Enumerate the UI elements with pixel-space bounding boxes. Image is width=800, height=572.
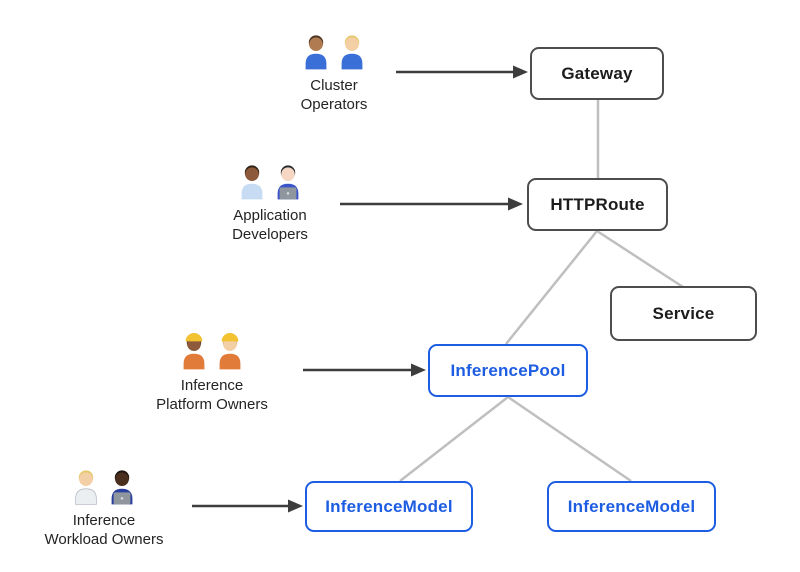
node-service: Service <box>610 286 757 341</box>
woman-technologist-icon <box>277 165 299 200</box>
node-inferencemodel-right: InferenceModel <box>547 481 716 532</box>
persona-application-developers: Application Developers <box>185 160 355 244</box>
woman-mechanic-icon <box>341 35 363 70</box>
persona-cluster-operators: Cluster Operators <box>249 30 419 114</box>
arrow-inference-workload-owners-to-inferencemodel <box>192 499 303 513</box>
persona-application-developers-icons <box>236 160 304 200</box>
woman-construction-worker-icon <box>183 333 205 370</box>
persona-cluster-operators-icons <box>300 30 368 70</box>
persona-inference-platform-owners-label: Inference Platform Owners <box>156 377 268 413</box>
node-service-label: Service <box>652 303 715 323</box>
node-httproute: HTTPRoute <box>527 178 668 231</box>
node-inferencepool: InferencePool <box>428 344 588 397</box>
man-construction-worker-icon <box>219 333 241 370</box>
node-inferencemodel-left-label: InferenceModel <box>325 496 453 516</box>
node-inferencemodel-right-label: InferenceModel <box>567 496 696 516</box>
edge-httproute-service <box>596 229 684 289</box>
arrow-application-developers-to-httproute <box>340 197 523 211</box>
persona-cluster-operators-label: Cluster Operators <box>300 77 368 113</box>
persona-inference-workload-owners-label: Inference Workload Owners <box>44 512 164 548</box>
man-technologist-icon <box>111 470 133 505</box>
edge-inferencepool-inferencemodel-right <box>507 395 632 483</box>
node-gateway-label: Gateway <box>561 63 633 83</box>
persona-inference-workload-owners-icons <box>70 465 138 505</box>
health-worker-icon <box>75 470 97 505</box>
edge-httproute-inferencepool <box>505 230 598 345</box>
man-office-worker-icon <box>241 165 263 200</box>
persona-inference-platform-owners: Inference Platform Owners <box>127 330 297 414</box>
arrow-cluster-operators-to-gateway <box>396 65 528 79</box>
man-mechanic-icon <box>305 35 327 70</box>
node-httproute-label: HTTPRoute <box>550 194 645 214</box>
node-gateway: Gateway <box>530 47 664 100</box>
arrow-inference-platform-owners-to-inferencepool <box>303 363 426 377</box>
persona-inference-workload-owners: Inference Workload Owners <box>19 465 189 549</box>
node-inferencepool-label: InferencePool <box>450 360 566 380</box>
persona-inference-platform-owners-icons <box>178 330 246 370</box>
node-inferencemodel-left: InferenceModel <box>305 481 473 532</box>
persona-application-developers-label: Application Developers <box>232 207 308 243</box>
edge-inferencepool-inferencemodel-left <box>399 396 509 482</box>
